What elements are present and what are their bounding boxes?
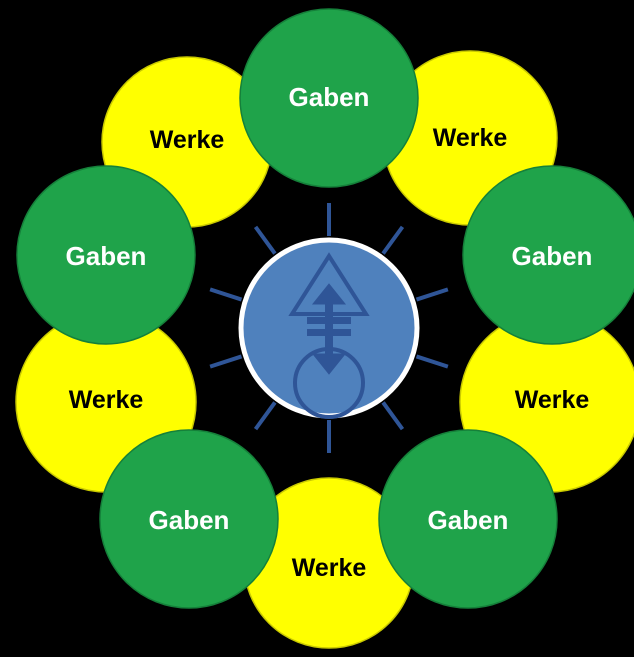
gaben-node: Gaben: [378, 429, 558, 609]
connector-line: [381, 401, 405, 431]
gaben-circle: [99, 429, 279, 609]
werke-label: Werke: [515, 386, 590, 414]
gaben-circle: [378, 429, 558, 609]
connector-line: [209, 287, 243, 302]
gaben-node: Gaben: [239, 8, 419, 188]
gaben-circle: [239, 8, 419, 188]
werke-node: Werke: [243, 477, 415, 649]
werke-label: Werke: [69, 386, 144, 414]
alchemical-triangle-cross-circle-icon: [288, 252, 370, 419]
connector-line: [209, 354, 243, 369]
connector-line: [381, 225, 405, 255]
connector-line: [253, 401, 277, 431]
gaben-circle: [16, 165, 196, 345]
connector-line: [253, 225, 277, 255]
gaben-circle: [462, 165, 634, 345]
gaben-label: Gaben: [149, 505, 230, 535]
gaben-label: Gaben: [289, 82, 370, 112]
gaben-node: Gaben: [16, 165, 196, 345]
werke-label: Werke: [150, 126, 225, 154]
center-hub: [238, 237, 420, 419]
gaben-node: Gaben: [99, 429, 279, 609]
werke-label: Werke: [292, 554, 367, 582]
connector-line: [415, 287, 449, 302]
werke-label: Werke: [433, 124, 508, 152]
gaben-label: Gaben: [512, 241, 593, 271]
connector-lines: [209, 203, 449, 453]
gaben-label: Gaben: [66, 241, 147, 271]
gaben-node: Gaben: [462, 165, 634, 345]
connector-line: [415, 354, 449, 369]
gaben-label: Gaben: [428, 505, 509, 535]
